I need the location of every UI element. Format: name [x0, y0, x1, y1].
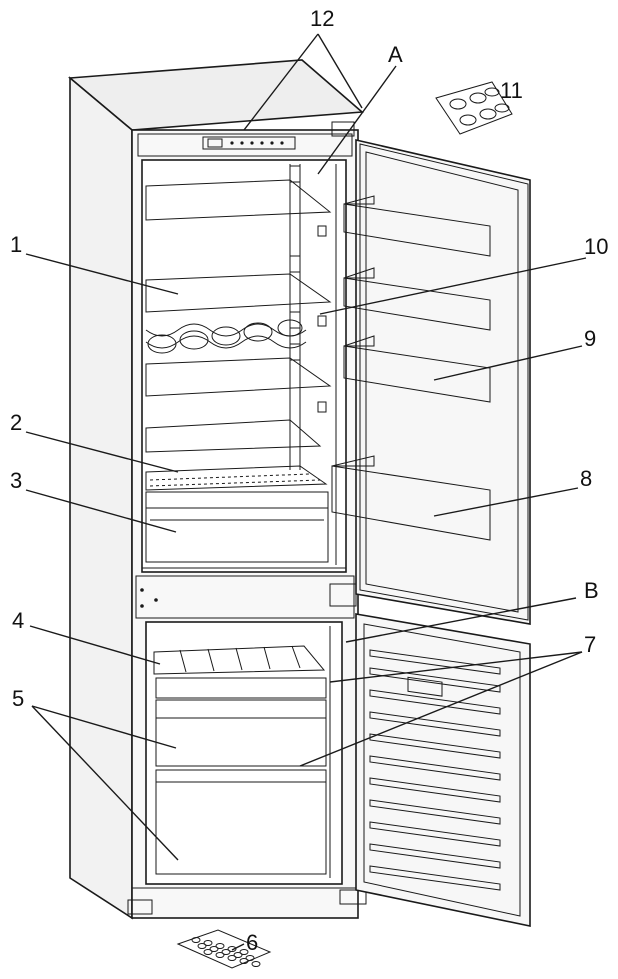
- freezer-rib: [369, 821, 501, 847]
- glass-shelves: [145, 179, 332, 453]
- cabinet: [67, 59, 367, 920]
- callout-2: 2: [10, 410, 22, 435]
- display-icon: [207, 138, 223, 148]
- middle-hinge: [329, 583, 357, 607]
- control-buttons: [230, 141, 284, 145]
- freezer-rib: [369, 777, 501, 803]
- ice-cell: [239, 949, 249, 955]
- cabinet-side: [69, 76, 133, 920]
- ice-cell: [239, 958, 249, 964]
- wine-rack: [145, 319, 307, 354]
- plinth: [131, 887, 359, 919]
- door-balconies: [331, 195, 491, 541]
- callout-1: 1: [10, 232, 22, 257]
- ice-cell: [197, 943, 207, 949]
- upper-hinge: [331, 121, 355, 137]
- ice-cell: [203, 940, 213, 946]
- ice-cell: [209, 946, 219, 952]
- freezer-rib: [369, 667, 501, 693]
- callout-4: 4: [12, 608, 24, 633]
- control-strip: [137, 133, 353, 157]
- callout-10: 10: [584, 234, 608, 259]
- freezer-rib: [369, 755, 501, 781]
- freezer-rib: [369, 711, 501, 737]
- control-panel: [202, 136, 296, 150]
- callout-8: 8: [580, 466, 592, 491]
- ice-cell: [203, 949, 213, 955]
- leader-lines: [25, 33, 587, 951]
- ice-cell: [191, 937, 201, 943]
- callout-b: B: [584, 578, 599, 603]
- callout-11: 11: [500, 78, 523, 103]
- fridge-interior: [141, 159, 347, 573]
- freezer-rib: [369, 865, 501, 891]
- egg-tray: [435, 81, 513, 135]
- ice-tray: [153, 645, 326, 675]
- callout-7: 7: [584, 632, 596, 657]
- callout-9: 9: [584, 326, 596, 351]
- freezer-door: [355, 613, 531, 927]
- fridge-door: [331, 138, 531, 625]
- foot-left: [127, 899, 153, 915]
- callout-a: A: [388, 42, 403, 67]
- callout-6: 6: [246, 930, 258, 955]
- callout-labels: 12 A 11 1 10 9 2 3 8 B 4 7 5 6: [10, 6, 608, 955]
- ice-cell: [245, 955, 255, 961]
- ice-cell: [227, 946, 237, 952]
- freezer-rib: [369, 649, 501, 675]
- ice-cube-tray: [176, 929, 272, 969]
- ice-cell: [221, 949, 231, 955]
- freezer-display: [407, 676, 443, 697]
- freezer-drawers: [155, 677, 327, 875]
- callout-3: 3: [10, 468, 22, 493]
- ice-cell: [215, 952, 225, 958]
- crisper-drawer: [145, 491, 329, 563]
- freezer-interior: [145, 621, 343, 885]
- ice-cell: [215, 943, 225, 949]
- middle-divider: [135, 575, 355, 619]
- freezer-rib: [369, 799, 501, 825]
- ice-cell: [233, 952, 243, 958]
- ice-cell: [227, 955, 237, 961]
- foot-right: [339, 889, 367, 905]
- freezer-rib: [369, 843, 501, 869]
- crisper-cover: [145, 465, 328, 491]
- callout-5: 5: [12, 686, 24, 711]
- callout-12: 12: [310, 6, 334, 31]
- ice-cell: [251, 961, 261, 967]
